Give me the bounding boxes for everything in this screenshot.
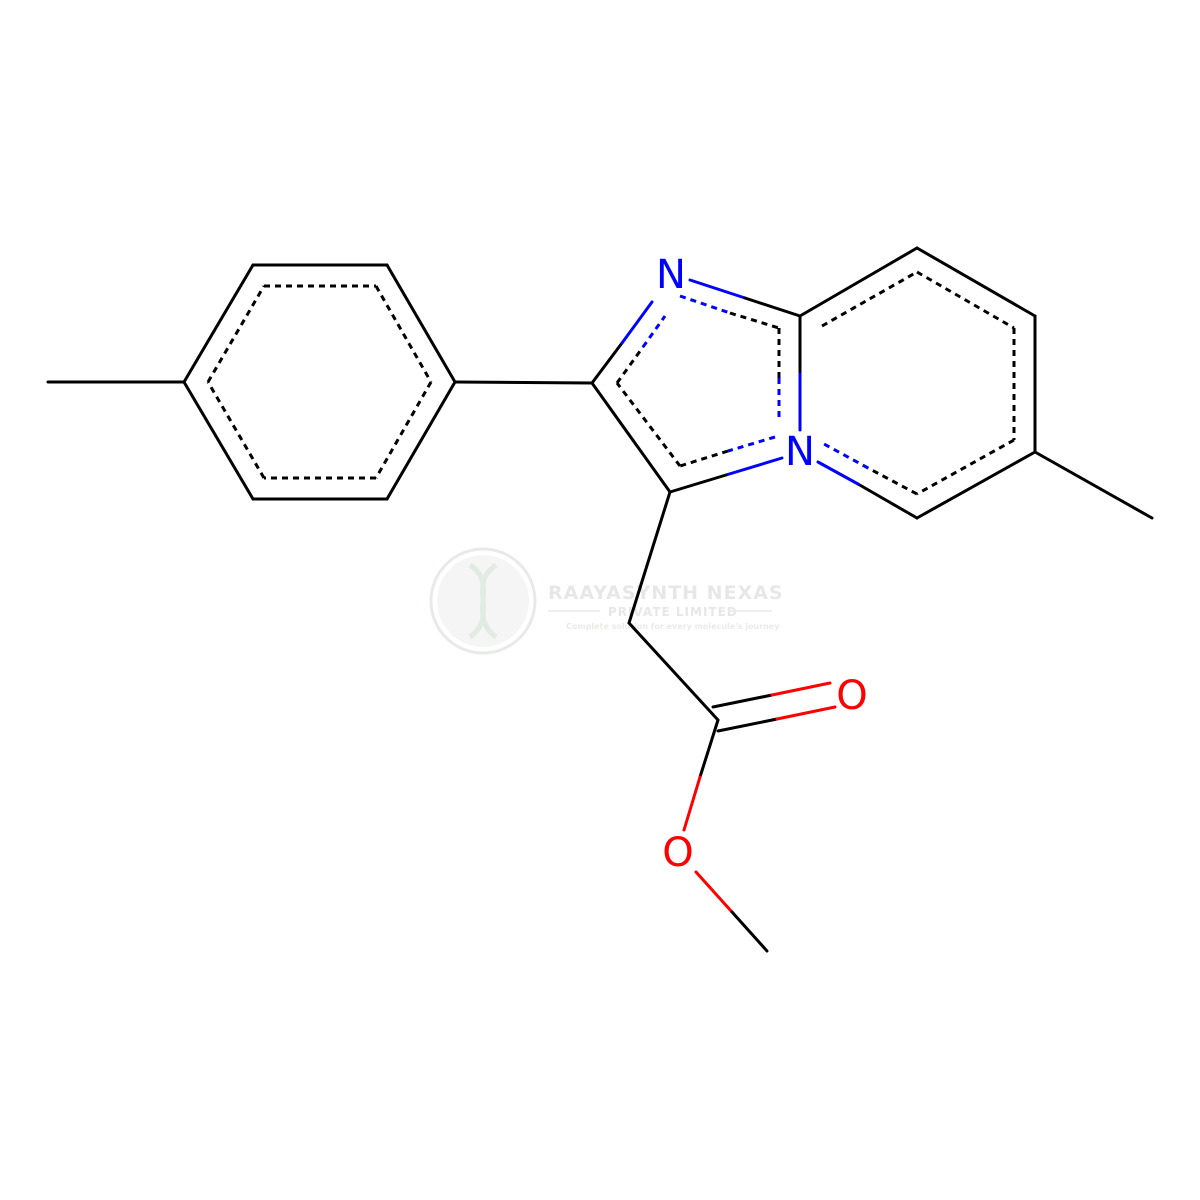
bond [620, 300, 654, 345]
aromatic-bond [823, 442, 869, 470]
bond [743, 296, 802, 318]
bond [385, 263, 457, 384]
aromatic-bond [374, 285, 433, 383]
bond [915, 246, 1037, 318]
bond [698, 718, 720, 779]
atom-label-n-imidazole: N [656, 252, 686, 298]
bond [627, 621, 720, 722]
dna-helix-icon [468, 562, 498, 640]
aromatic-bond [206, 381, 266, 479]
watermark-logo-ring [429, 547, 537, 655]
pyridine-ring [798, 246, 1037, 520]
aromatic-bond [679, 449, 729, 468]
bond [182, 380, 255, 501]
bond [816, 460, 860, 486]
aromatic-bond [821, 270, 918, 328]
aromatic-bond [615, 382, 682, 467]
bond [1033, 450, 1154, 520]
aromatic-bond [729, 311, 780, 330]
imidazole-ring [590, 278, 802, 494]
bond [590, 341, 624, 385]
bond [453, 380, 594, 385]
atom-label-n-bridgehead: N [785, 429, 815, 475]
aromatic-bond [867, 466, 918, 496]
aromatic-bond [615, 346, 645, 384]
aromatic-bond [206, 285, 266, 383]
watermark: RAAYASYNTH NEXAS PRIVATE LIMITED Complet… [429, 547, 784, 655]
bond [770, 681, 832, 697]
bond [385, 380, 457, 501]
watermark-title: RAAYASYNTH NEXAS [548, 582, 784, 604]
aromatic-bond [374, 381, 433, 479]
tolyl-ring [46, 263, 457, 501]
bond [775, 705, 837, 721]
bond [682, 775, 702, 832]
bond [798, 246, 919, 318]
watermark-tagline: Complete solution for every molecule's j… [566, 622, 780, 631]
bond [711, 693, 774, 709]
aromatic-bond [727, 435, 776, 453]
aromatic-bond [641, 315, 667, 348]
bond [182, 263, 255, 384]
bond [627, 490, 672, 625]
bond [688, 278, 747, 300]
watermark-subtitle: PRIVATE LIMITED [608, 605, 738, 619]
bond [716, 717, 779, 733]
atom-label-o-ester: O [662, 830, 693, 876]
aromatic-bond [916, 438, 1015, 496]
bond [590, 381, 672, 494]
bond [724, 456, 784, 477]
bond [668, 473, 728, 494]
ester-chain [627, 490, 837, 953]
bond [730, 910, 769, 953]
aromatic-bond [679, 294, 731, 315]
aromatic-bond [916, 270, 1015, 330]
bond [856, 482, 919, 520]
bond [694, 870, 734, 914]
bond [915, 450, 1037, 520]
atom-label-o-carbonyl: O [836, 673, 867, 719]
